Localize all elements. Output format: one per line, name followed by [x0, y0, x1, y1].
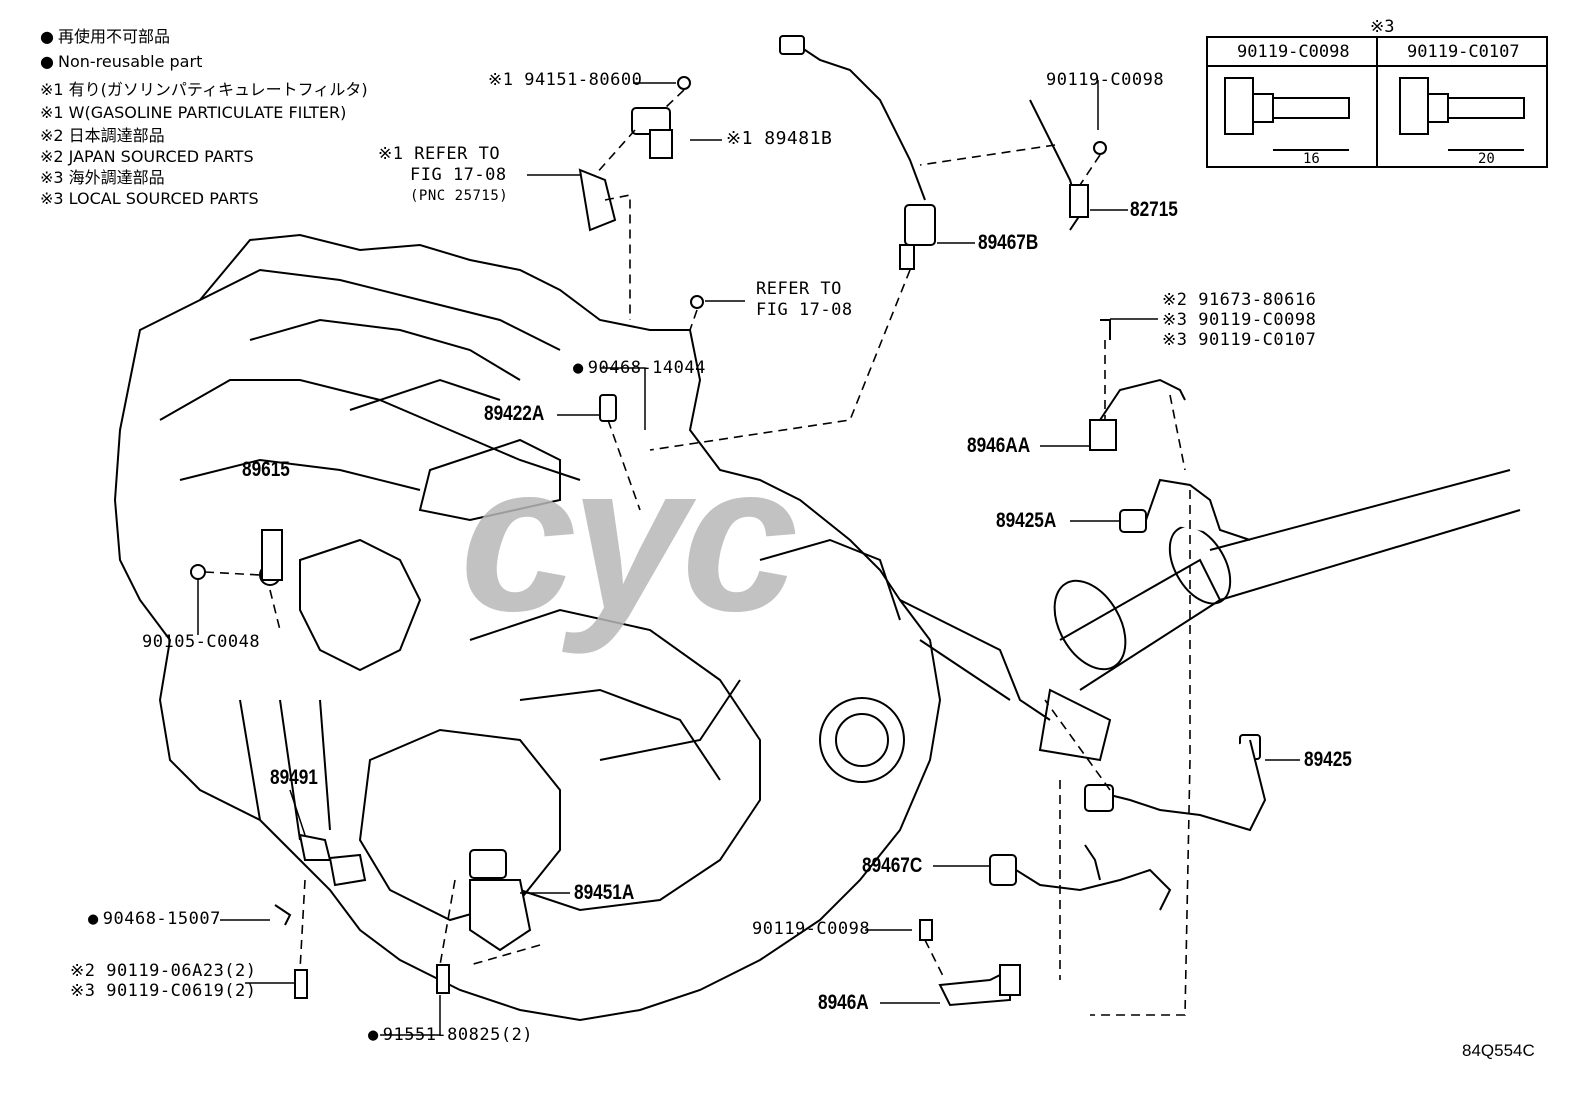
part-label-82715[interactable]: 82715: [1130, 198, 1178, 221]
bolt-table-col1-length: 16: [1303, 151, 1320, 167]
bolt-table-col1-part: 90119-C0098: [1237, 42, 1350, 62]
assembly-lines: [204, 89, 1191, 1016]
legend-line-2: Non-reusable part: [40, 54, 202, 70]
part-label-90468-15007[interactable]: 90468-15007: [88, 911, 221, 928]
part-label-90119-06A23[interactable]: ※2 90119-06A23(2): [70, 961, 257, 981]
bolt-spec-table: [1206, 36, 1548, 168]
part-label-89467B[interactable]: 89467B: [978, 231, 1039, 254]
part-label-90105-C0048[interactable]: 90105-C0048: [142, 632, 261, 652]
legend-line-7: ※3 海外調達部品: [40, 168, 165, 187]
part-label-89467C[interactable]: 89467C: [862, 854, 923, 877]
part-label-89422A[interactable]: 89422A: [484, 402, 545, 425]
part-label-90468-14044[interactable]: 90468-14044: [573, 360, 706, 377]
watermark-logo: cyc: [460, 420, 796, 655]
part-label-89491[interactable]: 89491: [270, 766, 318, 789]
part-label-8946AA[interactable]: 8946AA: [967, 434, 1031, 457]
part-label-89425[interactable]: 89425: [1304, 748, 1352, 771]
bolt-table-col2-part: 90119-C0107: [1407, 42, 1520, 62]
refer-to-label-2b[interactable]: FIG 17-08: [756, 300, 853, 320]
refer-to-label-1b[interactable]: FIG 17-08: [410, 165, 507, 185]
figure-id: 84Q554C: [1462, 1041, 1535, 1060]
part-label-89481B[interactable]: ※1 89481B: [726, 128, 833, 149]
part-label-90119-C0098-mid[interactable]: 90119-C0098: [752, 919, 871, 939]
bolt-table-note: ※3: [1370, 17, 1395, 37]
sensor-parts: [190, 35, 1267, 1007]
leader-lines: [197, 80, 1300, 1036]
legend-line-5: ※2 日本調達部品: [40, 126, 165, 145]
part-label-91551-80825[interactable]: 91551-80825(2): [368, 1027, 533, 1044]
part-label-94151-80600[interactable]: ※1 94151-80600: [488, 70, 643, 90]
refer-to-label-2a[interactable]: REFER TO: [756, 279, 842, 299]
legend-line-3: ※1 有り(ガソリンパティキュレートフィルタ): [40, 80, 368, 99]
part-label-91673-80616[interactable]: ※2 91673-80616: [1162, 290, 1317, 310]
part-label-89425A[interactable]: 89425A: [996, 509, 1057, 532]
part-label-90119-C0619[interactable]: ※3 90119-C0619(2): [70, 981, 257, 1001]
legend-line-6: ※2 JAPAN SOURCED PARTS: [40, 147, 254, 166]
part-label-90119-C0098-b[interactable]: ※3 90119-C0098: [1162, 310, 1317, 330]
part-label-89615[interactable]: 89615: [242, 458, 290, 481]
legend-line-4: ※1 W(GASOLINE PARTICULATE FILTER): [40, 103, 347, 122]
bolt-table-col2-length: 20: [1478, 151, 1495, 167]
part-label-90119-C0098-top[interactable]: 90119-C0098: [1046, 70, 1165, 90]
engine-transaxle-drawing: [113, 233, 1521, 1022]
part-label-90119-C0107[interactable]: ※3 90119-C0107: [1162, 330, 1317, 350]
refer-to-label-1a[interactable]: ※1 REFER TO: [378, 144, 501, 164]
part-label-89451A[interactable]: 89451A: [574, 881, 635, 904]
refer-to-label-1c: (PNC 25715): [410, 188, 509, 204]
legend-line-1: 再使用不可部品: [40, 29, 170, 45]
part-label-8946A[interactable]: 8946A: [818, 991, 869, 1014]
legend-line-8: ※3 LOCAL SOURCED PARTS: [40, 189, 259, 208]
